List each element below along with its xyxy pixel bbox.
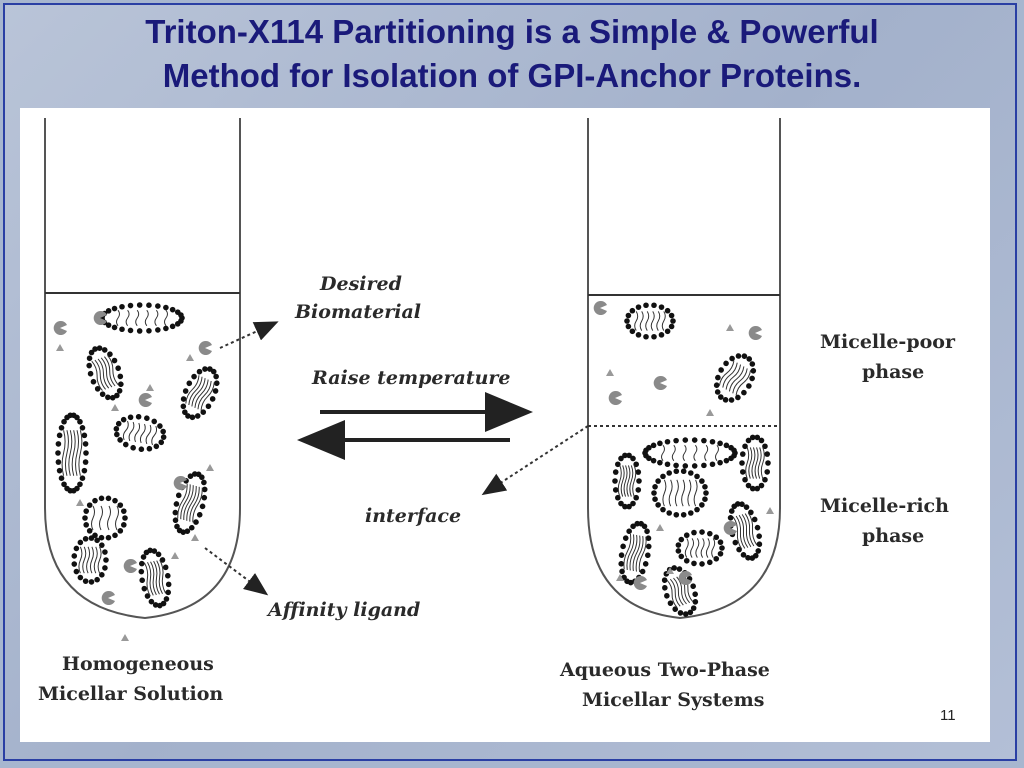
micelle [713,353,757,403]
ligand-triangle [206,464,214,471]
diagram-svg: Desired Biomaterial Raise temperature in… [38,118,956,711]
interface-pointer [481,425,589,496]
ligand-triangle [766,507,774,514]
micelle [739,434,771,492]
right-caption-2: Micellar Systems [582,689,764,711]
affinity-ligand-particle [93,311,107,325]
micelle [651,468,709,518]
interface-label: interface [365,505,461,527]
micelle [624,302,676,340]
micelle [113,413,167,453]
ligand-triangle [171,552,179,559]
affinity-ligand-particle [198,341,212,355]
micelle [55,412,89,494]
micelle-poor-label-2: phase [862,361,924,383]
ligand-triangle [76,499,84,506]
ligand-triangle [666,567,674,574]
equilibrium-arrows [297,392,533,460]
ligand-triangle [706,409,714,416]
micelle [82,495,128,541]
page-number: 11 [940,707,956,724]
ligand-triangle [186,354,194,361]
micelle [172,471,208,535]
affinity-ligand-particle [123,559,137,573]
affinity-ligand-particle [723,521,737,535]
ligand-triangle [191,534,199,541]
right-test-tube [587,118,781,620]
affinity-ligand-particle [593,301,607,315]
ligand-triangle [616,574,624,581]
micelle [86,345,124,401]
affinity-ligand-particle [53,321,67,336]
desired-biomaterial-label-2: Biomaterial [294,301,421,323]
right-micelles [593,301,774,617]
affinity-ligand-label: Affinity ligand [266,599,420,621]
ligand-triangle [726,324,734,331]
ligand-triangle [656,524,664,531]
desired-biomaterial-label-1: Desired [319,273,402,295]
left-micelles [53,302,220,641]
ligand-triangle [606,369,614,376]
micelle [71,535,109,585]
micelle [180,366,220,421]
micelle-rich-label-1: Micelle-rich [820,495,949,517]
left-test-tube [44,118,241,641]
micelle-poor-label-1: Micelle-poor [820,331,956,353]
title-line-2: Method for Isolation of GPI-Anchor Prote… [162,57,862,94]
left-caption-2: Micellar Solution [38,683,223,705]
desired-biomaterial-pointer [219,321,279,349]
affinity-ligand-pointer [204,547,269,596]
micelle-rich-label-2: phase [862,525,924,547]
micelle [642,437,738,469]
affinity-ligand-particle [748,326,762,341]
affinity-ligand-particle [653,376,667,390]
micelle [612,452,642,510]
left-caption-1: Homogeneous [62,653,214,675]
right-caption-1: Aqueous Two-Phase [559,659,770,681]
affinity-ligand-particle [173,476,187,491]
micelle [99,302,185,334]
affinity-ligand-particle [678,571,692,585]
affinity-ligand-particle [633,576,647,590]
raise-temperature-label: Raise temperature [311,367,511,389]
title-line-1: Triton-X114 Partitioning is a Simple & P… [145,13,879,50]
ligand-triangle [146,384,154,391]
affinity-ligand-particle [101,591,115,605]
slide-title: Triton-X114 Partitioning is a Simple & P… [0,10,1024,98]
diagram-figure: Desired Biomaterial Raise temperature in… [20,108,990,742]
micelle [138,547,172,609]
micelle [661,565,699,617]
ligand-triangle [56,344,64,351]
affinity-ligand-particle [608,391,622,405]
ligand-triangle [121,634,129,641]
micelle [675,529,725,567]
affinity-ligand-particle [138,393,152,407]
ligand-triangle [111,404,119,411]
